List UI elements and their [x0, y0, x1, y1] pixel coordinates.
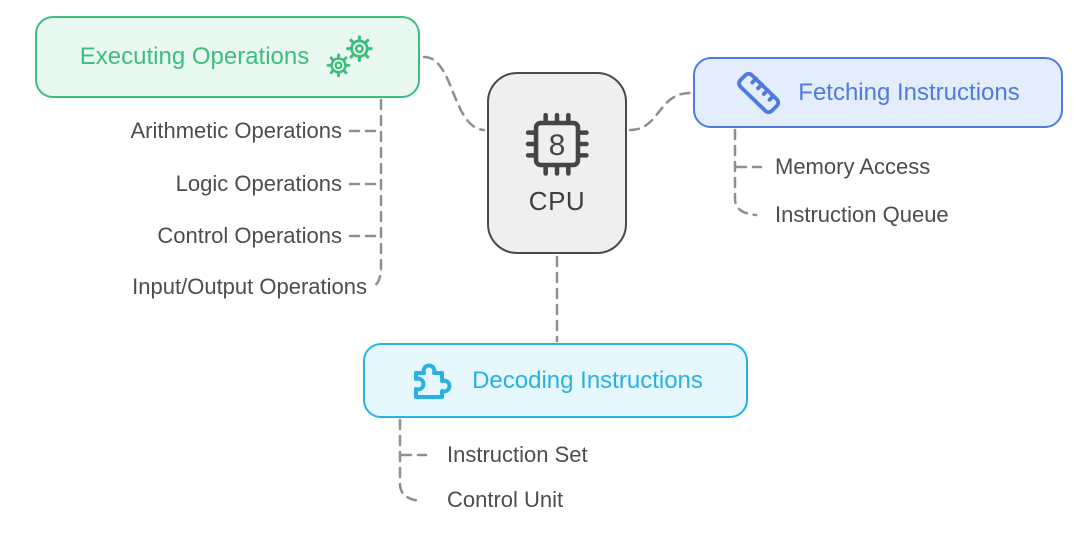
gears-icon	[326, 35, 373, 78]
node-decoding-instructions: Decoding Instructions	[363, 343, 748, 418]
connector-executing-cpu	[422, 55, 486, 132]
leaf-control-operations: Control Operations	[157, 223, 342, 248]
connector-fetching-trunk	[733, 128, 758, 217]
cpu-label: CPU	[528, 186, 586, 216]
leaf-logic-operations: Logic Operations	[175, 171, 342, 196]
executing-operations-label: Executing Operations	[79, 43, 310, 70]
chip-core-digit: 8	[549, 129, 566, 162]
connector-decoding-trunk	[398, 418, 423, 503]
leaf-arithmetic-operations: Arithmetic Operations	[130, 118, 342, 143]
node-executing-operations: Executing Operations	[35, 16, 420, 98]
leaf-instruction-queue: Instruction Queue	[775, 202, 949, 227]
leaf-instruction-set: Instruction Set	[447, 442, 588, 467]
fetching-instructions-label: Fetching Instructions	[798, 78, 1020, 106]
leaf-memory-access: Memory Access	[775, 154, 931, 179]
node-fetching-instructions: Fetching Instructions	[693, 57, 1063, 128]
connector-cpu-fetching	[628, 91, 692, 132]
connector-executing-trunk	[370, 98, 383, 289]
cpu-node: 8 CPU	[487, 72, 627, 254]
decoding-instructions-label: Decoding Instructions	[472, 366, 703, 394]
leaf-control-unit: Control Unit	[447, 487, 564, 512]
ruler-icon	[737, 71, 781, 114]
puzzle-icon	[414, 363, 452, 399]
leaf-input-output-operations: Input/Output Operations	[132, 274, 367, 299]
cpu-chip-icon: 8	[525, 112, 589, 176]
